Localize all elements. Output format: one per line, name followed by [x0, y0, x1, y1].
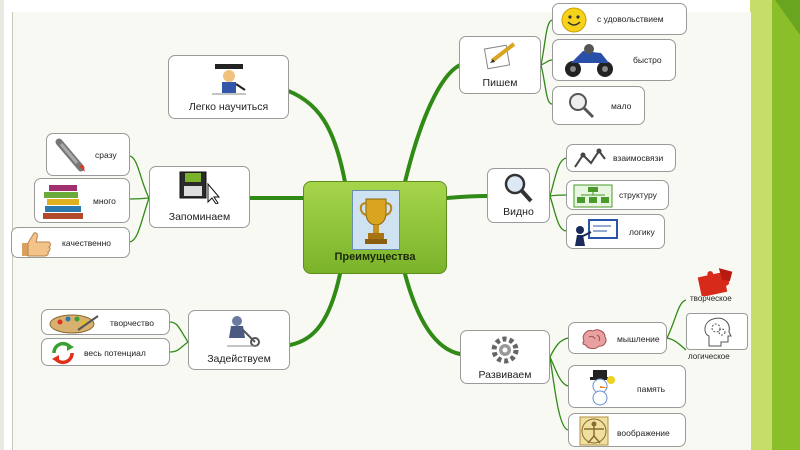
recycle-icon [52, 341, 74, 365]
link-see [445, 194, 489, 200]
link-learn [278, 86, 347, 184]
node-easy-to-learn[interactable]: Легко научиться [168, 55, 289, 119]
leaf-logical[interactable] [686, 313, 748, 350]
floppy-disk-icon [179, 171, 221, 204]
smiley-icon [561, 7, 587, 33]
node-engage[interactable]: Задействуем [188, 310, 290, 370]
palette-icon [49, 314, 99, 334]
motorcycle-icon [565, 44, 613, 77]
books-icon [43, 185, 83, 219]
vitruvian-icon [579, 416, 609, 446]
org-chart-icon [573, 184, 613, 208]
worker-icon [227, 316, 260, 347]
leaf-full-potential[interactable]: весь потенциал [41, 338, 170, 366]
node-easy-to-learn-label: Легко научиться [188, 101, 269, 113]
leaf-thinking-label: мышление [617, 334, 660, 344]
node-write[interactable]: Пишем [459, 36, 541, 94]
puzzle-icon [697, 268, 733, 296]
trophy-icon [352, 190, 400, 250]
leaf-logic-label: логику [629, 227, 655, 237]
paper-pencil-icon [483, 42, 516, 70]
leaf-little-label: мало [611, 101, 632, 111]
gear-icon [491, 336, 519, 364]
leaf-creativity-label: творчество [110, 318, 155, 328]
logical-label: логическое [688, 352, 730, 361]
central-node-label: Преимущества [334, 251, 416, 263]
snowman-icon [590, 370, 615, 406]
leaf-imagination-label: воображение [617, 428, 670, 438]
network-icon [574, 148, 606, 168]
leaf-quality[interactable]: качественно [11, 227, 130, 258]
leaf-structure-label: структуру [619, 190, 657, 200]
link-use [288, 272, 342, 347]
node-develop[interactable]: Развиваем [460, 330, 550, 384]
node-remember[interactable]: Запоминаем [149, 166, 250, 228]
head-gears-icon [704, 317, 732, 347]
leaf-imagination[interactable]: воображение [568, 413, 686, 447]
leaf-many[interactable]: много [34, 178, 130, 223]
leaf-fast-label: быстро [633, 55, 662, 65]
leaf-connections-label: взаимосвязи [613, 153, 664, 163]
node-develop-label: Развиваем [478, 369, 532, 381]
leaf-structure[interactable]: структуру [566, 180, 669, 210]
leaf-memory[interactable]: память [568, 365, 686, 408]
leaf-at-once-label: сразу [95, 150, 117, 160]
leaf-at-once[interactable]: сразу [46, 133, 130, 176]
node-remember-label: Запоминаем [168, 211, 231, 223]
central-node[interactable]: Преимущества [303, 181, 447, 274]
node-visible-label: Видно [503, 206, 534, 218]
magnifier-icon [569, 93, 595, 119]
node-engage-label: Задействуем [207, 353, 271, 365]
node-write-label: Пишем [482, 77, 518, 89]
magnifier-icon [504, 173, 533, 203]
pen-icon [55, 138, 85, 172]
right-decoration [750, 0, 800, 450]
link-develop [403, 272, 462, 356]
creative-label: творческое [690, 294, 732, 303]
link-write [403, 63, 462, 184]
presentation-icon [575, 219, 618, 246]
leaf-connections[interactable]: взаимосвязи [566, 144, 676, 172]
leaf-memory-label: память [637, 384, 666, 394]
graduate-icon [212, 64, 246, 95]
leaf-logic[interactable]: логику [566, 214, 665, 249]
leaf-full-potential-label: весь потенциал [84, 348, 146, 358]
leaf-quality-label: качественно [62, 238, 112, 248]
leaf-creativity[interactable]: творчество [41, 309, 170, 335]
node-visible[interactable]: Видно [487, 168, 550, 223]
brain-icon [582, 329, 607, 349]
thumbs-up-icon [22, 232, 51, 257]
leaf-little[interactable]: мало [552, 86, 645, 125]
leaf-with-pleasure-label: с удовольствием [597, 14, 664, 24]
left-decoration [0, 0, 12, 450]
leaf-with-pleasure[interactable]: с удовольствием [552, 3, 687, 35]
leaf-thinking[interactable]: мышление [568, 322, 667, 354]
leaf-fast[interactable]: быстро [552, 39, 676, 81]
leaf-many-label: много [93, 196, 116, 206]
